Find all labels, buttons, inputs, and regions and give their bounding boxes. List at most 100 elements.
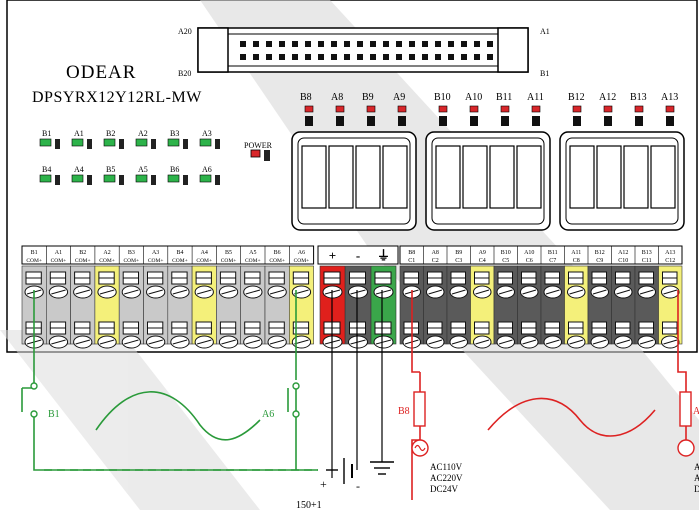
power-led (250, 149, 261, 158)
relay-cell (596, 145, 622, 209)
terminal-screw-cut (522, 339, 537, 345)
relay-cell (569, 145, 595, 209)
load-label: B8 (398, 406, 410, 417)
terminal-label: COM+ (148, 258, 164, 264)
terminal-label: A5 (249, 250, 256, 256)
connector-pin (344, 54, 350, 60)
terminal-label: C3 (455, 258, 462, 264)
connector-pin (461, 54, 467, 60)
input-led (135, 138, 148, 147)
terminal-label: C6 (526, 258, 533, 264)
terminal-screw-cut (99, 339, 115, 345)
terminal-label: B3 (128, 250, 135, 256)
relay-led (438, 105, 448, 113)
led-base (55, 139, 60, 149)
connector-pin (318, 54, 324, 60)
terminal-screw-cut (592, 289, 607, 295)
connector-label-bottom-right: B1 (540, 69, 549, 78)
connector-pin (318, 41, 324, 47)
led-base (183, 139, 188, 149)
terminal-label: C4 (479, 258, 486, 264)
led-label: A1 (74, 129, 84, 138)
relay-cell (328, 145, 354, 209)
connector-pin (266, 41, 272, 47)
connector-pin (370, 41, 376, 47)
input-led (71, 138, 84, 147)
ribbon-connector (197, 27, 529, 73)
terminal-screw-cut (51, 339, 66, 345)
terminal-screw-cut (350, 339, 366, 345)
load-resistor (679, 391, 692, 427)
terminal (658, 265, 683, 349)
terminal-screw-cut (522, 289, 537, 295)
led-label: A6 (202, 165, 212, 174)
relay-label: B8 (300, 92, 312, 103)
terminal-screw-cut (269, 289, 285, 295)
connector-pin (370, 54, 376, 60)
supply-voltage-label: DC24V (430, 484, 459, 494)
brand-name: ODEAR (66, 62, 137, 83)
connector-pin (292, 41, 298, 47)
terminal-screw-cut (545, 289, 560, 295)
relay-label: A11 (527, 92, 544, 103)
terminal-screw-cut (196, 339, 212, 345)
led-label: B6 (170, 165, 179, 174)
connector-pin (409, 54, 415, 60)
terminal-screw-cut (172, 339, 188, 345)
terminal-label: COM+ (269, 258, 285, 264)
relay-label: A8 (331, 92, 343, 103)
terminal-label: C2 (432, 258, 439, 264)
connector-pin (435, 41, 441, 47)
led-label: B2 (106, 129, 115, 138)
relay-led (665, 105, 675, 113)
connector-pin (474, 54, 480, 60)
connector-pin (461, 41, 467, 47)
terminal-screw-cut (99, 289, 115, 295)
input-led (103, 174, 116, 183)
relay-cell (650, 145, 676, 209)
terminal-label: COM+ (75, 258, 91, 264)
terminal-label: COM+ (99, 258, 115, 264)
supply-voltage-label: A (694, 473, 699, 483)
terminal-screw-cut (428, 339, 443, 345)
terminal (118, 265, 144, 349)
terminal-screw-cut (75, 339, 91, 345)
led-base (55, 175, 60, 185)
terminal-screw-cut (569, 339, 584, 345)
terminal-screw-cut (498, 339, 513, 345)
terminal-screw-cut (375, 339, 392, 345)
led-base (151, 175, 156, 185)
terminal-screw-cut (172, 289, 188, 295)
relay-led-base (398, 116, 406, 126)
terminal-screw-cut (269, 339, 285, 345)
terminal-screw-cut (148, 289, 163, 295)
power-terminal-label: - (356, 248, 360, 263)
terminal (288, 265, 314, 349)
terminal-label: A4 (201, 250, 208, 256)
terminal-screw-cut (221, 339, 236, 345)
connector-pin (448, 54, 454, 60)
terminal-label: B5 (225, 250, 232, 256)
terminal-label: B6 (274, 250, 281, 256)
relay-label: A10 (465, 92, 482, 103)
relay-led-base (635, 116, 643, 126)
connector-pin (253, 41, 259, 47)
terminal (143, 265, 169, 349)
connector-pin (396, 54, 402, 60)
terminal (493, 265, 518, 349)
terminal-label: C11 (642, 258, 652, 264)
relay-led-base (666, 116, 674, 126)
connector-pin (305, 41, 311, 47)
terminal-screw-cut (124, 339, 139, 345)
power-label: POWER (244, 141, 273, 150)
relay-label: B11 (496, 92, 512, 103)
relay-led (634, 105, 644, 113)
terminal-label: C9 (596, 258, 603, 264)
relay-led (304, 105, 314, 113)
relay-led-base (532, 116, 540, 126)
supply-voltage-label: A (694, 462, 699, 472)
connector-pin (383, 41, 389, 47)
terminal (540, 265, 565, 349)
connector-pin (266, 54, 272, 60)
relay-led (500, 105, 510, 113)
